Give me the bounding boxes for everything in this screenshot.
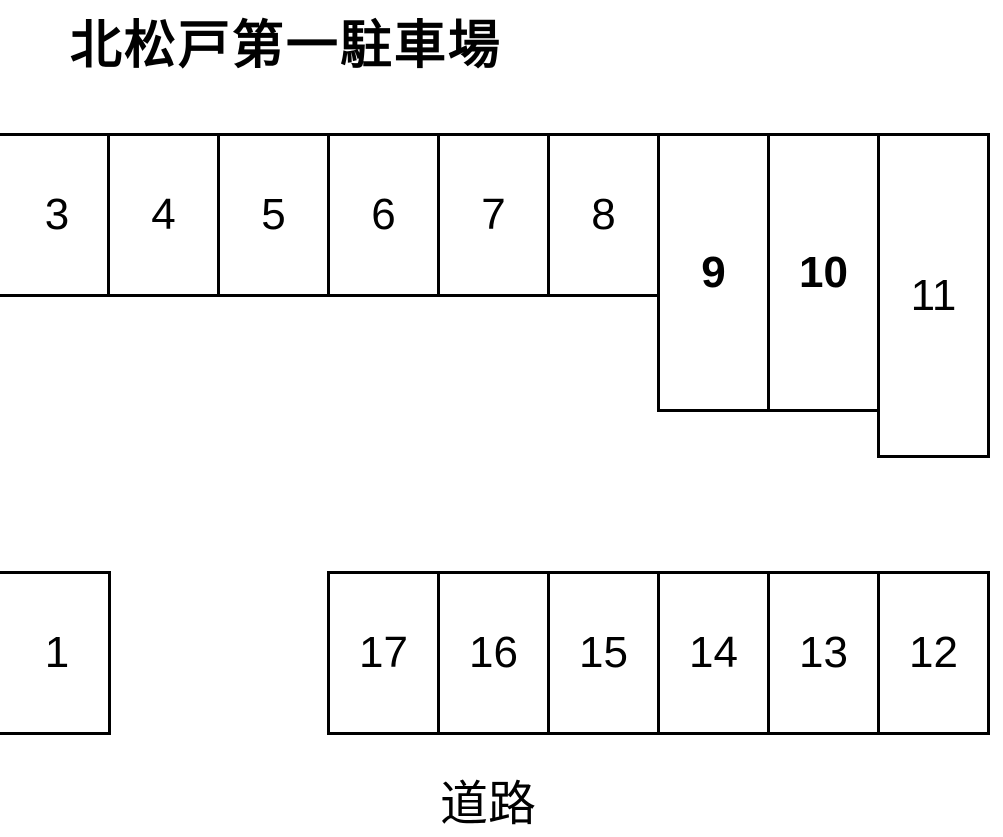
parking-slot-13[interactable]: 13 — [767, 571, 880, 735]
parking-slot-9[interactable]: 9 — [657, 133, 770, 412]
parking-slot-3[interactable]: 3 — [0, 133, 111, 297]
slot-number: 4 — [151, 190, 176, 239]
slot-number: 12 — [909, 628, 958, 677]
parking-slot-6[interactable]: 6 — [327, 133, 440, 297]
slot-number: 13 — [799, 628, 848, 677]
parking-lot-title: 北松戸第一駐車場 — [70, 16, 503, 76]
slot-number: 10 — [799, 247, 848, 297]
slot-number: 11 — [910, 270, 957, 320]
road-label: 道路 — [440, 776, 537, 832]
slot-number: 5 — [261, 190, 286, 239]
parking-slot-5[interactable]: 5 — [217, 133, 330, 297]
parking-slot-7[interactable]: 7 — [437, 133, 550, 297]
slot-number: 7 — [481, 190, 506, 239]
parking-slot-15[interactable]: 15 — [547, 571, 660, 735]
slot-number: 9 — [701, 247, 726, 297]
slot-number: 6 — [371, 190, 396, 239]
parking-slot-11[interactable]: 11 — [877, 133, 990, 458]
slot-number: 3 — [44, 190, 70, 239]
slot-number: 15 — [579, 628, 628, 677]
parking-slot-4[interactable]: 4 — [107, 133, 220, 297]
slot-number: 16 — [469, 628, 518, 677]
parking-slot-10[interactable]: 10 — [767, 133, 880, 412]
parking-slot-17[interactable]: 17 — [327, 571, 440, 735]
slot-number: 8 — [591, 190, 616, 239]
slot-number: 14 — [689, 628, 738, 677]
parking-slot-12[interactable]: 12 — [877, 571, 990, 735]
parking-slot-1[interactable]: 1 — [0, 571, 111, 735]
slot-number: 17 — [359, 628, 408, 677]
slot-number: 1 — [44, 628, 70, 677]
parking-slot-14[interactable]: 14 — [657, 571, 770, 735]
parking-slot-8[interactable]: 8 — [547, 133, 660, 297]
parking-slot-16[interactable]: 16 — [437, 571, 550, 735]
